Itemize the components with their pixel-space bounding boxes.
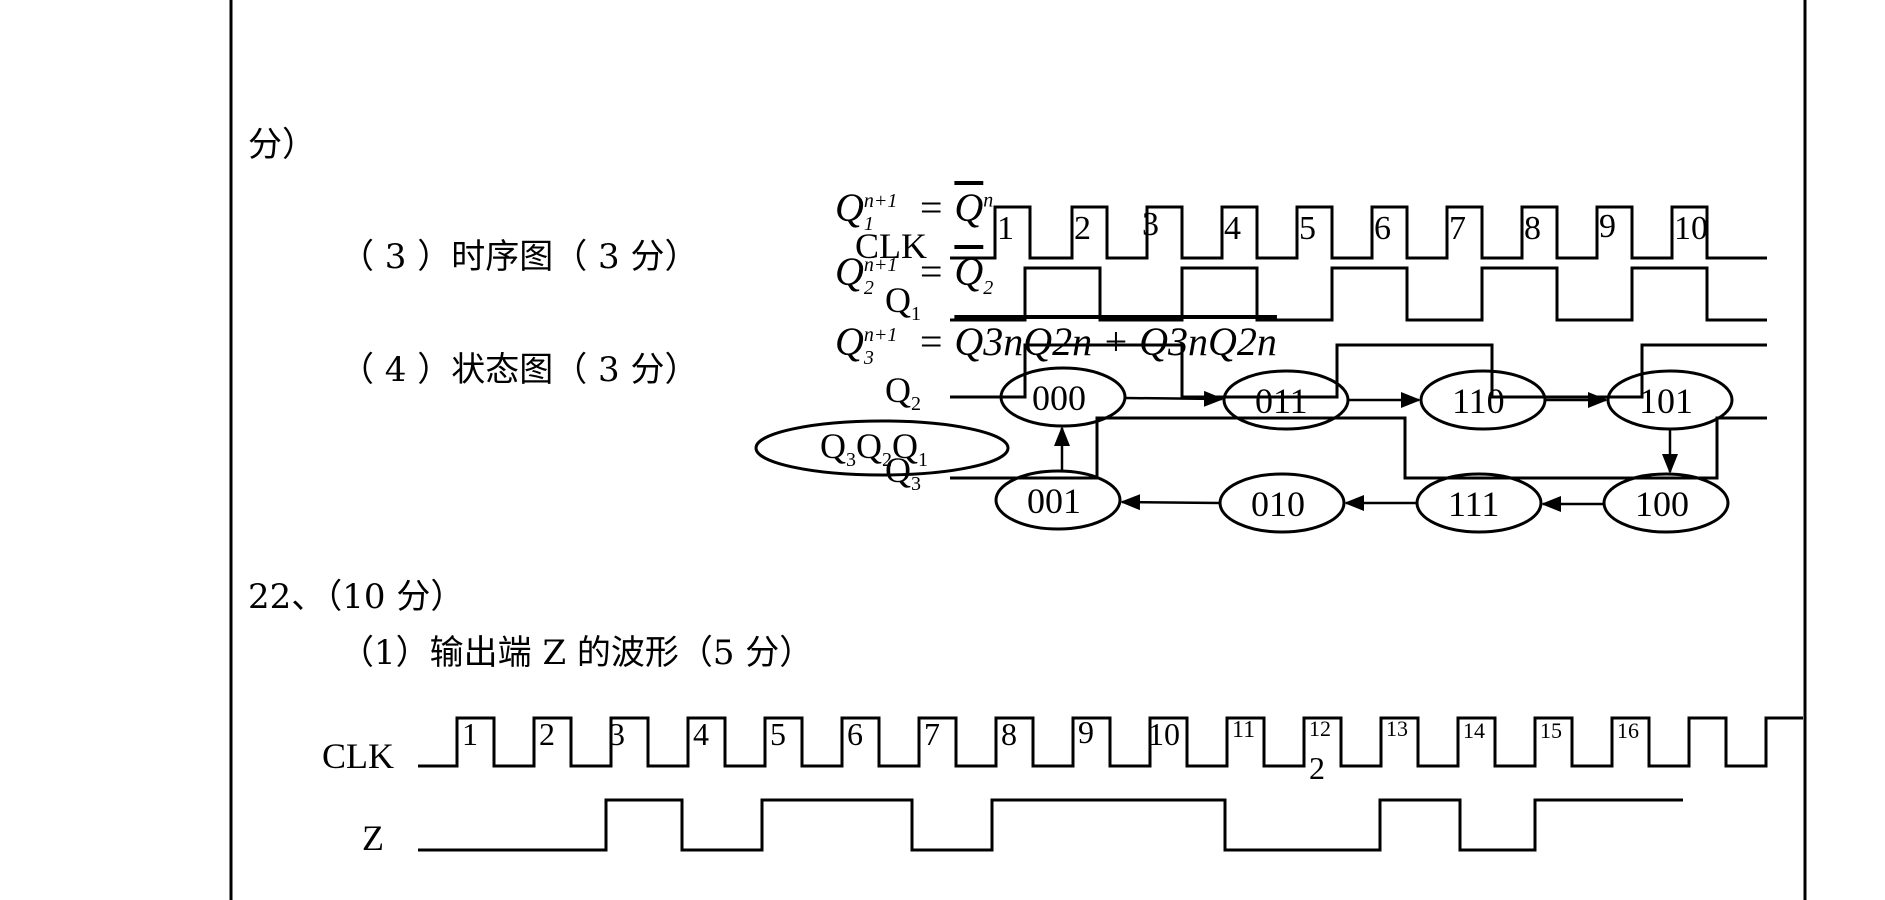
clk-number: 11 bbox=[1232, 717, 1256, 743]
state-label: 100 bbox=[1635, 484, 1689, 524]
clk-number: 2 bbox=[539, 716, 555, 752]
state-label: 110 bbox=[1452, 381, 1505, 421]
clk-number: 5 bbox=[770, 716, 786, 752]
clk-wave-22 bbox=[418, 716, 1803, 768]
equation-q1: Q1n+1 = Qn bbox=[835, 185, 994, 235]
equation-q3: Q3n+1 = Q3nQ2n + Q3nQ2n bbox=[835, 319, 1277, 369]
stray-label: 2 bbox=[1309, 750, 1325, 786]
z-wave-22 bbox=[418, 798, 1683, 852]
state-heading: （ 4 ）状态图（ 3 分） bbox=[340, 350, 699, 390]
section-22-subheading: （1）输出端 Z 的波形（5 分） bbox=[340, 633, 814, 673]
clk-number: 9 bbox=[1078, 714, 1094, 750]
clk-wave-21 bbox=[950, 205, 1767, 260]
clk-number: 14 bbox=[1463, 718, 1485, 743]
state-label: 010 bbox=[1251, 484, 1305, 524]
state-label: 111 bbox=[1448, 484, 1500, 524]
clk-number: 1 bbox=[462, 716, 478, 752]
clk-number: 7 bbox=[1449, 210, 1466, 247]
z-label-22: Z bbox=[362, 818, 384, 858]
clk-number: 2 bbox=[1074, 210, 1091, 247]
clk-number: 6 bbox=[1374, 210, 1391, 247]
clk-number: 3 bbox=[609, 716, 625, 752]
clk-number: 3 bbox=[1142, 206, 1159, 243]
timing-heading: （ 3 ）时序图（ 3 分） bbox=[340, 237, 699, 277]
timing-q2-label: Q2 bbox=[885, 370, 921, 416]
top-fragment: 分） bbox=[248, 125, 316, 165]
clk-number: 13 bbox=[1386, 716, 1408, 741]
clk-number: 4 bbox=[1224, 210, 1241, 247]
section-22-heading: 22、（10 分） bbox=[248, 577, 465, 617]
clk-number: 10 bbox=[1674, 210, 1708, 247]
state-101 bbox=[1606, 369, 1734, 431]
legend-ellipse bbox=[754, 419, 1010, 477]
state-legend: Q3Q2Q1 bbox=[820, 426, 928, 472]
clk-number: 6 bbox=[847, 716, 863, 752]
clk-number: 9 bbox=[1599, 208, 1616, 245]
clk-label-22: CLK bbox=[322, 736, 394, 776]
q3-wave-21 bbox=[950, 416, 1767, 480]
clk-number: 4 bbox=[693, 716, 709, 752]
arrow-010-001 bbox=[1120, 494, 1221, 511]
clk-number: 12 bbox=[1309, 716, 1331, 741]
state-label: 000 bbox=[1032, 378, 1086, 418]
q2-wave-21 bbox=[950, 343, 1767, 399]
state-label: 001 bbox=[1027, 481, 1081, 521]
q1-wave-21 bbox=[950, 266, 1767, 322]
timing-q1-label: Q1 bbox=[885, 280, 921, 326]
timing-q3-label: Q3 bbox=[885, 450, 921, 496]
state-001 bbox=[994, 469, 1122, 531]
clk-number: 10 bbox=[1148, 716, 1180, 752]
clk-number: 1 bbox=[997, 210, 1014, 247]
clk-number: 8 bbox=[1524, 210, 1541, 247]
arrow-000-011 bbox=[1124, 390, 1224, 407]
timing-clk-label: CLK bbox=[855, 226, 927, 266]
clk-number: 15 bbox=[1540, 718, 1562, 743]
clk-number: 5 bbox=[1299, 210, 1316, 247]
state-label: 011 bbox=[1255, 381, 1308, 421]
state-label: 101 bbox=[1639, 381, 1693, 421]
clk-number: 16 bbox=[1617, 718, 1639, 743]
clk-number: 7 bbox=[924, 716, 940, 752]
clk-number: 8 bbox=[1001, 716, 1017, 752]
